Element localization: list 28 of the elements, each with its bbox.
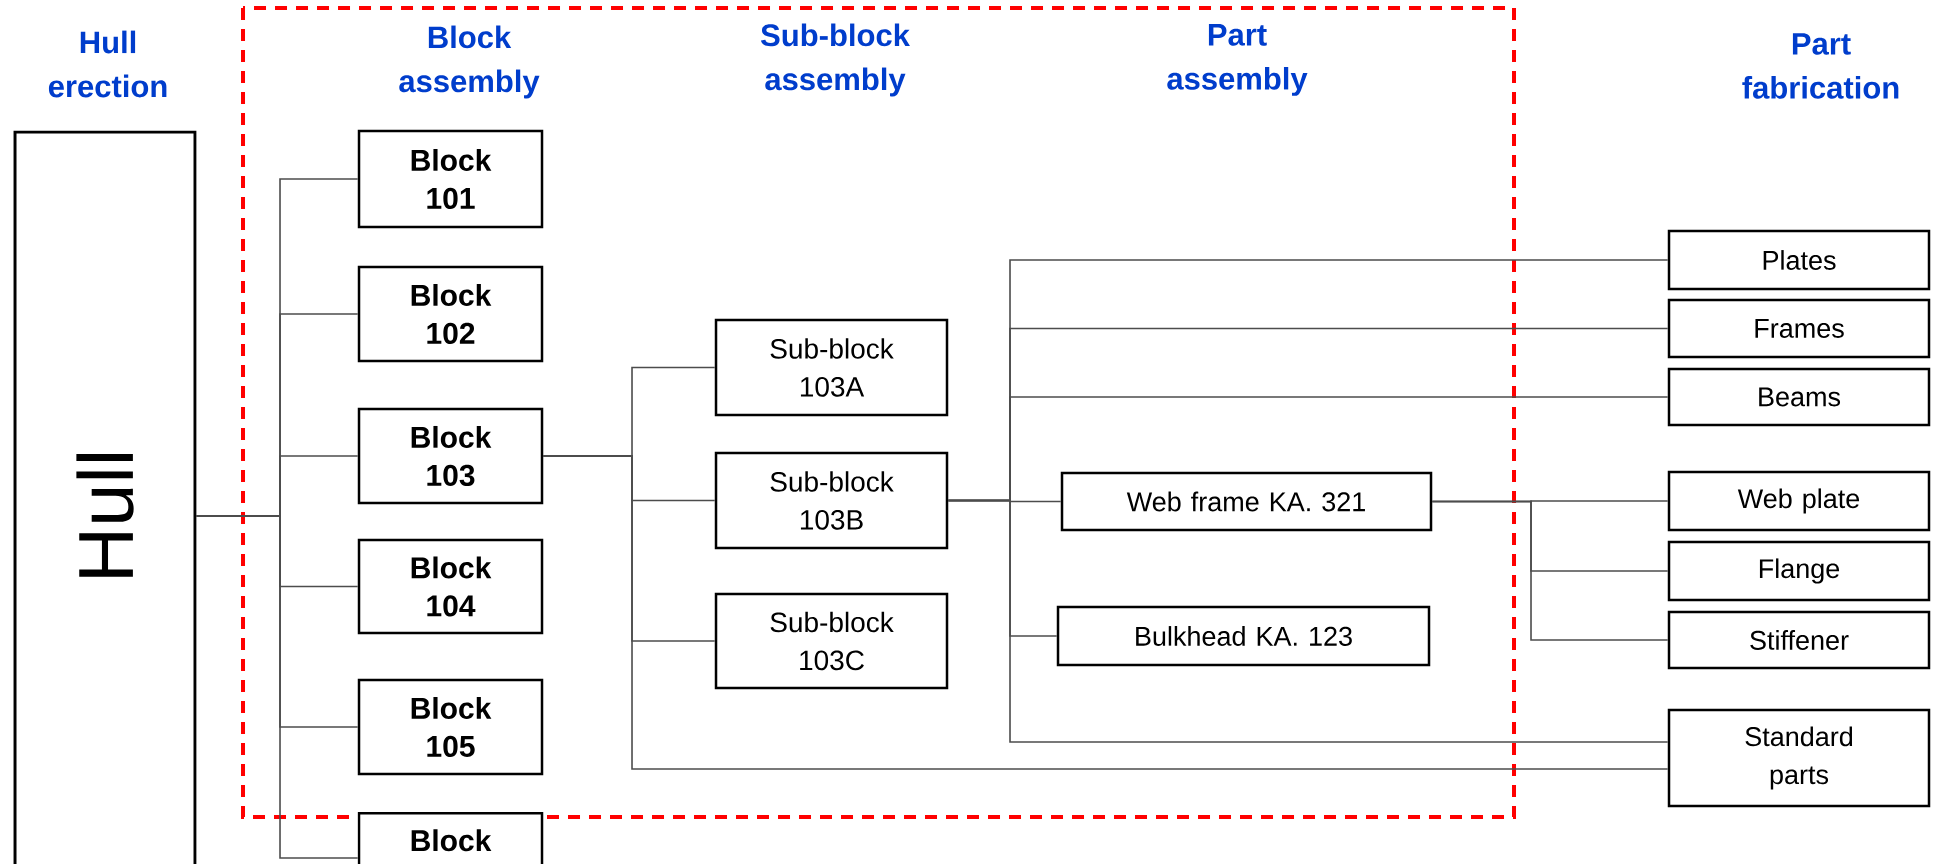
part-box: Beams [1667, 367, 1931, 427]
column-heading: Sub-block assembly [761, 23, 910, 97]
block-box: Block 104 [357, 538, 544, 635]
sub-block-box: Sub-block 103A [714, 318, 949, 417]
connector-line [947, 499, 1669, 743]
connector-line [1431, 500, 1669, 641]
block-box: Block 103 [357, 407, 544, 505]
sub-block-box: Sub-block 103B [714, 451, 949, 550]
block-box: Block 102 [357, 265, 544, 363]
block-box: Block 101 [357, 129, 544, 229]
part-box: Stiffener [1667, 610, 1931, 670]
part-box: Web frame KA. 321 [1060, 471, 1433, 532]
part-box: Standard parts [1667, 708, 1931, 808]
connector-line [195, 515, 359, 859]
part-box: Flange [1667, 540, 1931, 602]
part-box: Web plate [1667, 470, 1931, 532]
column-heading: Part assembly [1167, 24, 1308, 96]
column-heading: Part fabrication [1742, 33, 1899, 99]
part-box: Plates [1667, 229, 1931, 291]
column-heading: Block assembly [399, 25, 540, 99]
block-box: Block [357, 812, 544, 864]
column-heading: Hull erection [48, 30, 167, 98]
sub-block-box: Sub-block 103C [714, 592, 949, 690]
part-box: Bulkhead KA. 123 [1056, 605, 1431, 667]
part-box: Frames [1667, 298, 1931, 359]
connector-line [542, 455, 1669, 770]
hull-box: Hull [13, 130, 197, 864]
block-box: Block 105 [357, 678, 544, 776]
